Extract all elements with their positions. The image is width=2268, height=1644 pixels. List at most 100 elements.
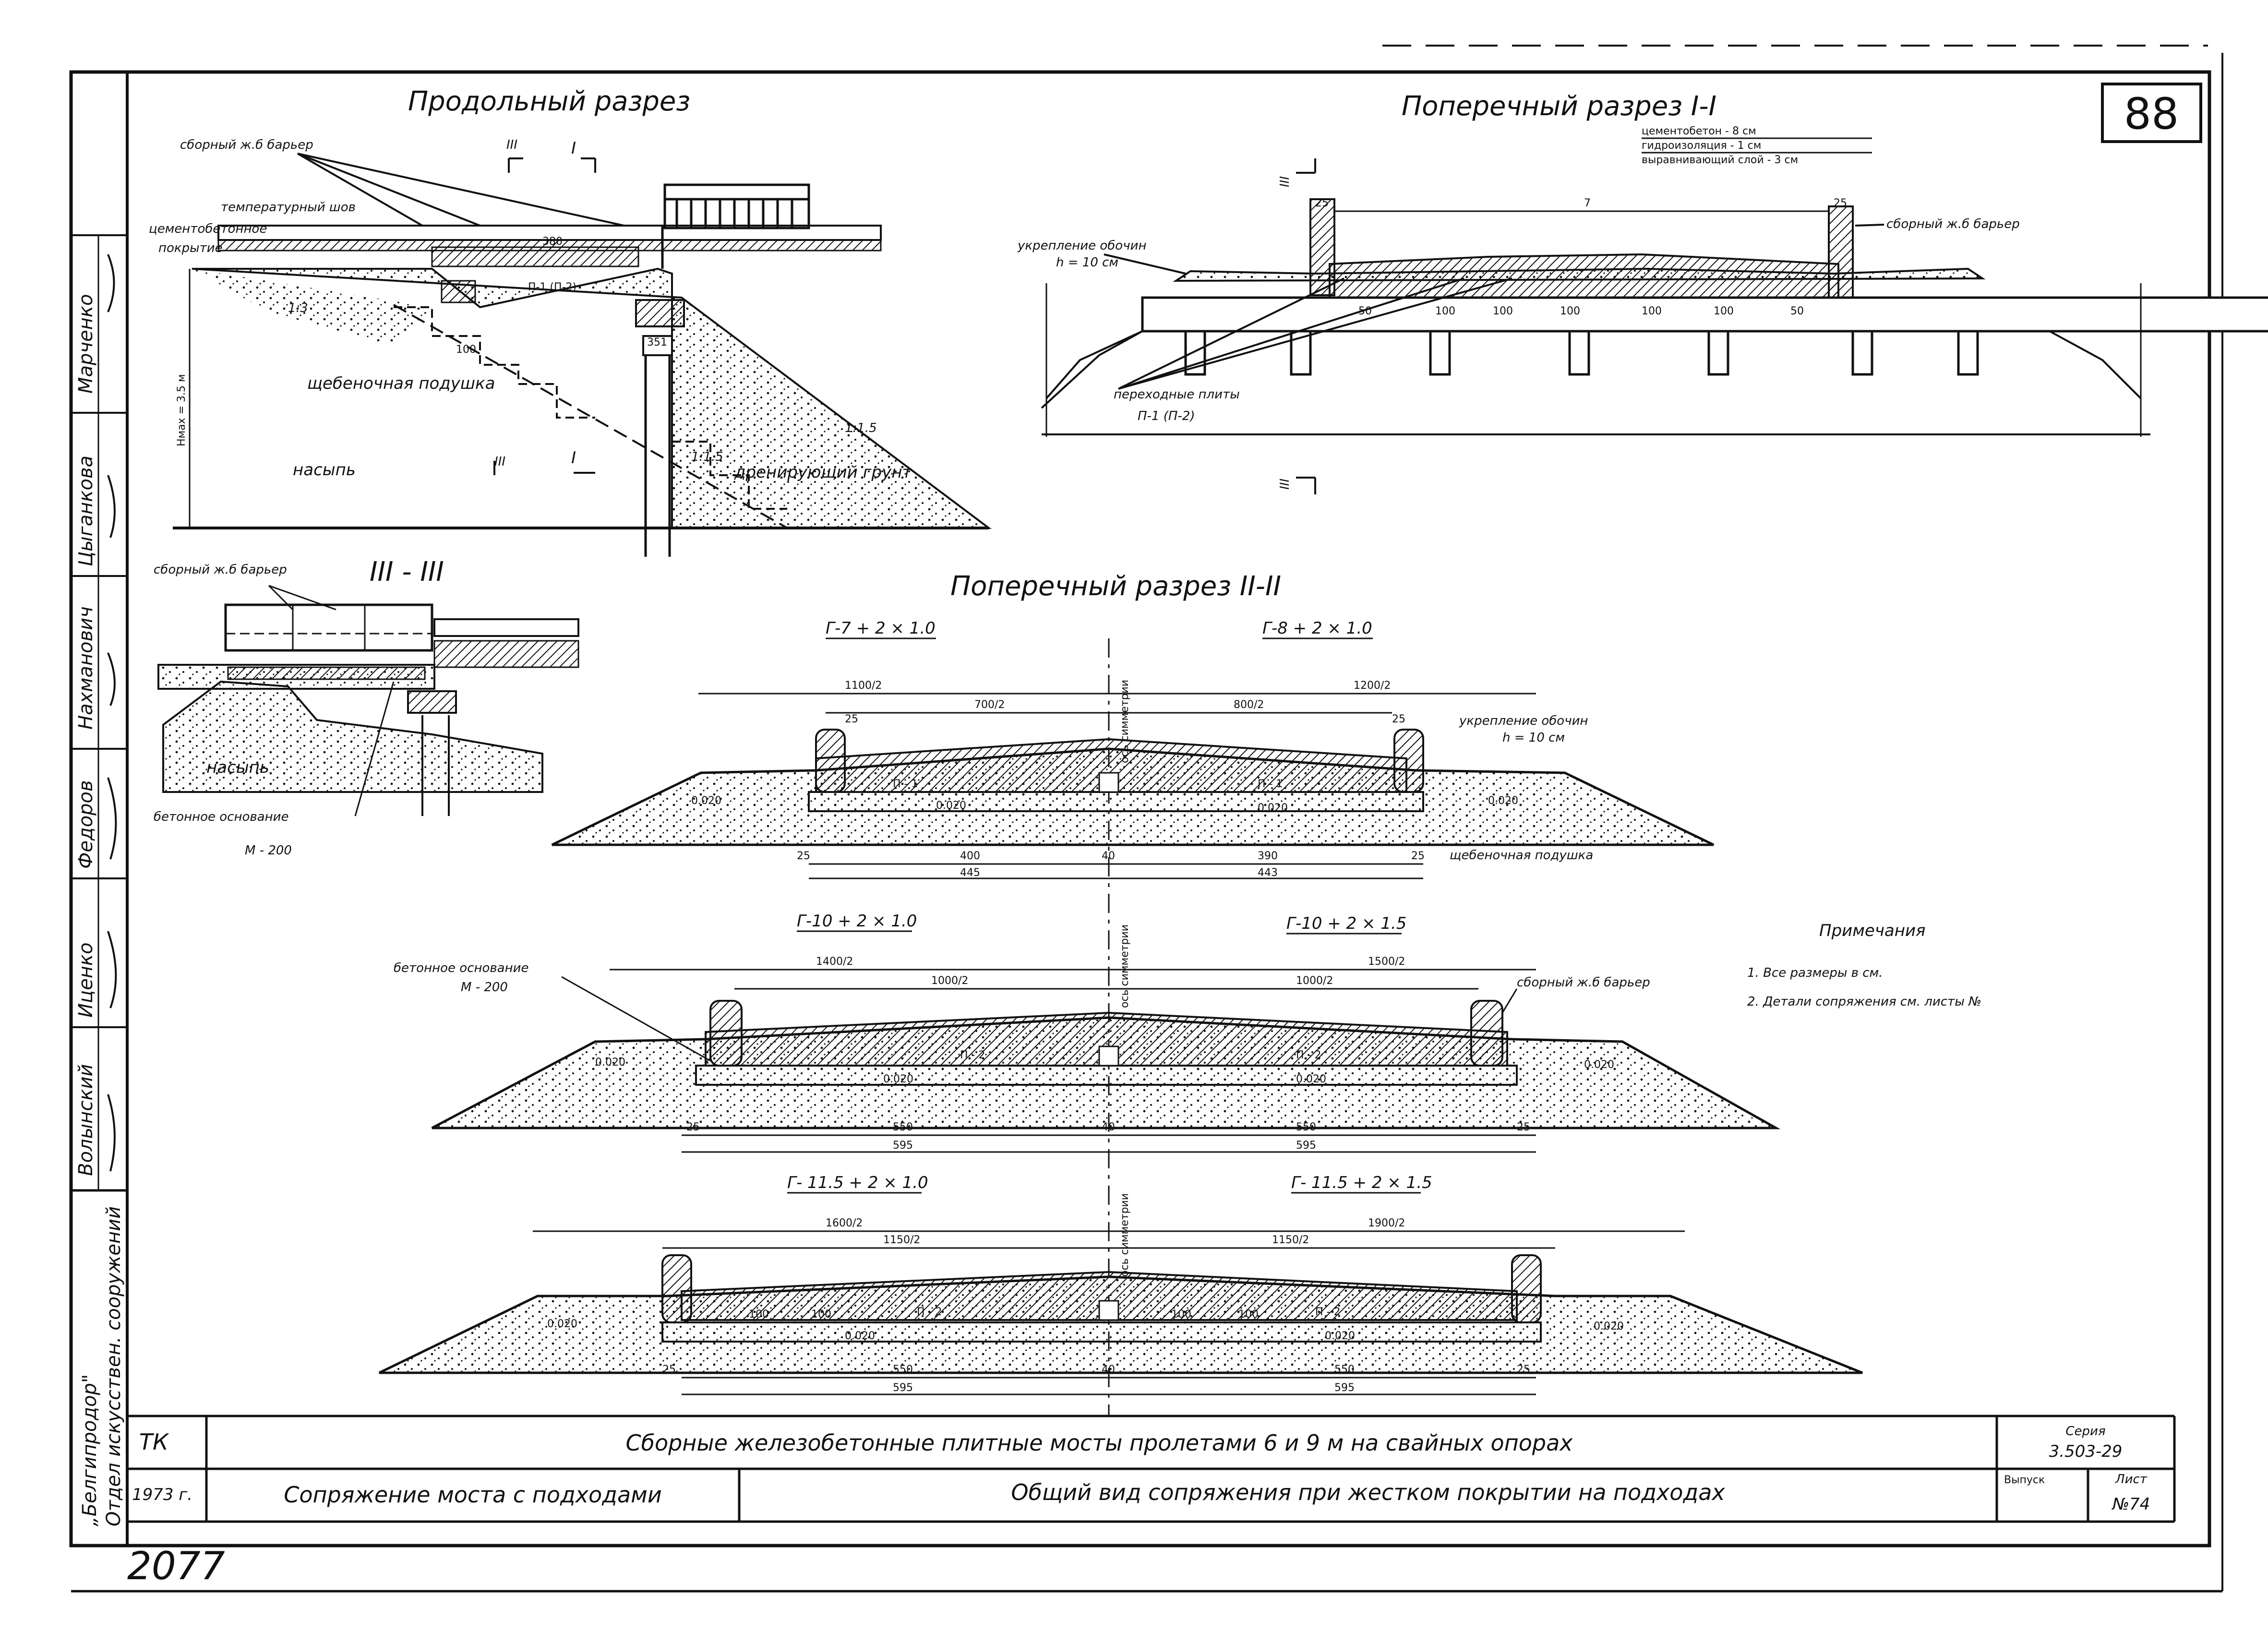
notes-item-1: 1. Все размеры в см.	[1747, 966, 1883, 980]
row2-b-right: 550	[1296, 1121, 1316, 1133]
s3-fill-label: насыпь	[206, 758, 269, 777]
tb-subject: Сопряжение моста с подходами	[284, 1482, 661, 1508]
row2-in-right: 1000/2	[1296, 975, 1333, 987]
lon-cut-3-bottom: III	[494, 455, 505, 469]
row1-b-right: 390	[1258, 850, 1278, 862]
section-3-3: III - III сборный ж.б барьер насыпь бето…	[154, 556, 579, 858]
row3-in-left: 1150/2	[883, 1234, 920, 1246]
notes-item-2: 2. Детали сопряжения см. листы №	[1747, 995, 1981, 1009]
row2-25b: 25	[1517, 1121, 1530, 1133]
row2-bb-right: 595	[1296, 1140, 1316, 1152]
lon-dim-100: 100	[456, 344, 476, 356]
lon-slab-label: П-1 (П-2)	[528, 281, 576, 293]
row3-25a: 25	[662, 1364, 676, 1376]
row1-25d: 25	[1411, 850, 1425, 862]
row3-slab-r: П - 2	[1315, 1306, 1340, 1318]
cross1-waterproof: гидроизоляция - 1 см	[1642, 140, 1761, 152]
cross2-title: Поперечный разрез II-II	[950, 571, 1281, 602]
row2-right-type: Г-10 + 2 × 1.5	[1286, 914, 1406, 933]
row1-slab-r: П - 1	[1258, 778, 1283, 790]
row1-slope-cr: 0.020	[1258, 802, 1288, 814]
row2-slope-cl: 0.020	[883, 1073, 913, 1085]
cross1-cement: цементобетон - 8 см	[1642, 125, 1756, 137]
lon-cement-label: цементобетонное	[149, 222, 267, 236]
signature-6: Волынский	[75, 1064, 97, 1176]
row1-top-left: 1100/2	[845, 680, 882, 692]
cross1-dim-1: 100	[1435, 305, 1455, 317]
row3-m-100b: 100	[811, 1308, 831, 1320]
row3-b-right: 550	[1334, 1364, 1355, 1376]
cross1-cut-bottom: III	[1278, 479, 1292, 490]
cross-section-2-2: Поперечный разрез II-II ось симметрии ос…	[378, 571, 1863, 1416]
row2-top-right: 1500/2	[1368, 956, 1405, 968]
row1-bb-left: 445	[960, 867, 980, 879]
row2-base: бетонное основание	[394, 961, 529, 975]
row3-m-100d: 100	[1238, 1308, 1259, 1320]
tb-sheet-value: №74	[2112, 1495, 2150, 1514]
row2-slab-r: П - 2	[1296, 1049, 1321, 1061]
organization-name: „Белгипродор"	[79, 1374, 101, 1526]
title-block: ТК 1973 г. Сборные железобетонные плитны…	[127, 1415, 2176, 1523]
row1-shoulder-h: h = 10 см	[1502, 731, 1565, 745]
cross1-dim-6: 50	[1790, 305, 1804, 317]
cross1-dim-2: 100	[1493, 305, 1513, 317]
tb-main-title: Сборные железобетонные плитные мосты про…	[625, 1430, 1573, 1456]
row3-25b: 25	[1517, 1364, 1530, 1376]
s3-grade-label: М - 200	[245, 843, 292, 858]
cross2-axis-3: ось симметрии	[1119, 1193, 1131, 1277]
row2-slope-r: 0.020	[1584, 1059, 1614, 1071]
cross2-row-3: Г- 11.5 + 2 × 1.0 Г- 11.5 + 2 × 1.5 1600…	[378, 1173, 1863, 1395]
row3-slope-l: 0.020	[547, 1318, 577, 1330]
longitudinal-section: Продольный разрез сборный ж.б барье	[149, 86, 992, 557]
row3-m-100a: 100	[749, 1308, 769, 1320]
row3-top-left: 1600/2	[826, 1217, 863, 1229]
cross1-leveling: выравнивающий слой - 3 см	[1642, 154, 1798, 166]
cross2-row-1: Г-7 + 2 × 1.0 Г-8 + 2 × 1.0 1100/2 1200/…	[551, 619, 1715, 879]
lon-hmax-label: Hмах = 3.5 м	[176, 374, 188, 446]
row1-25c: 25	[797, 850, 810, 862]
row1-b-left: 400	[960, 850, 980, 862]
cross1-cut-top: III	[1278, 176, 1292, 187]
tb-sheet-label: Лист	[2115, 1472, 2148, 1487]
row3-slab-l: П - 2	[917, 1306, 942, 1318]
lon-drain-label: дренирующий грунт	[734, 463, 912, 482]
cross-section-1-1: Поперечный разрез I-I цементобетон - 8 с…	[1017, 91, 2268, 494]
lon-slope-1-15: 1:1.5	[845, 421, 877, 435]
row2-25a: 25	[686, 1121, 700, 1133]
lon-barrier-label: сборный ж.б барьер	[180, 138, 313, 152]
row1-slab-l: П - 1	[893, 778, 918, 790]
signature-2: Цыганкова	[75, 456, 97, 566]
row1-top-right: 1200/2	[1354, 680, 1391, 692]
row1-bb-right: 443	[1258, 867, 1278, 879]
lon-cut-1-top: I	[571, 139, 576, 158]
row3-right-type: Г- 11.5 + 2 × 1.5	[1291, 1173, 1432, 1192]
row1-25b: 25	[1392, 713, 1405, 725]
lon-dim-351: 351	[647, 336, 667, 348]
row1-right-type: Г-8 + 2 × 1.0	[1262, 619, 1372, 638]
row3-40: 40	[1102, 1364, 1115, 1376]
cross1-dim-5: 100	[1714, 305, 1734, 317]
row2-barrier: сборный ж.б барьер	[1517, 975, 1650, 990]
lon-dim-380: 380	[542, 236, 563, 248]
row1-25a: 25	[845, 713, 858, 725]
tb-code: ТК	[139, 1429, 169, 1455]
row1-gravel: щебеночная подушка	[1450, 848, 1593, 863]
row3-m-100c: 100	[1171, 1308, 1191, 1320]
row2-grade: М - 200	[461, 980, 508, 995]
cross1-dim-25b: 25	[1834, 197, 1847, 209]
cross1-slabs-code: П-1 (П-2)	[1138, 409, 1195, 423]
signature-5: Иценко	[75, 942, 97, 1018]
s3-barrier-label: сборный ж.б барьер	[154, 563, 287, 577]
row2-slope-cr: 0.020	[1296, 1073, 1326, 1085]
cross1-shoulder: укрепление обочин	[1017, 239, 1146, 253]
lon-slope-1-15b: 1:1.5	[691, 450, 723, 464]
row2-bb-left: 595	[893, 1140, 913, 1152]
notes-title: Примечания	[1819, 921, 1926, 940]
signature-1: Марченко	[75, 294, 97, 394]
row3-slope-cr: 0.020	[1325, 1330, 1355, 1342]
cross1-dim-3: 100	[1560, 305, 1580, 317]
tb-series-value: 3.503-29	[2049, 1442, 2123, 1461]
row1-shoulder: укрепление обочин	[1459, 714, 1588, 728]
row3-b-left: 550	[893, 1364, 913, 1376]
lon-gravel-label: щебеночная подушка	[307, 374, 495, 393]
